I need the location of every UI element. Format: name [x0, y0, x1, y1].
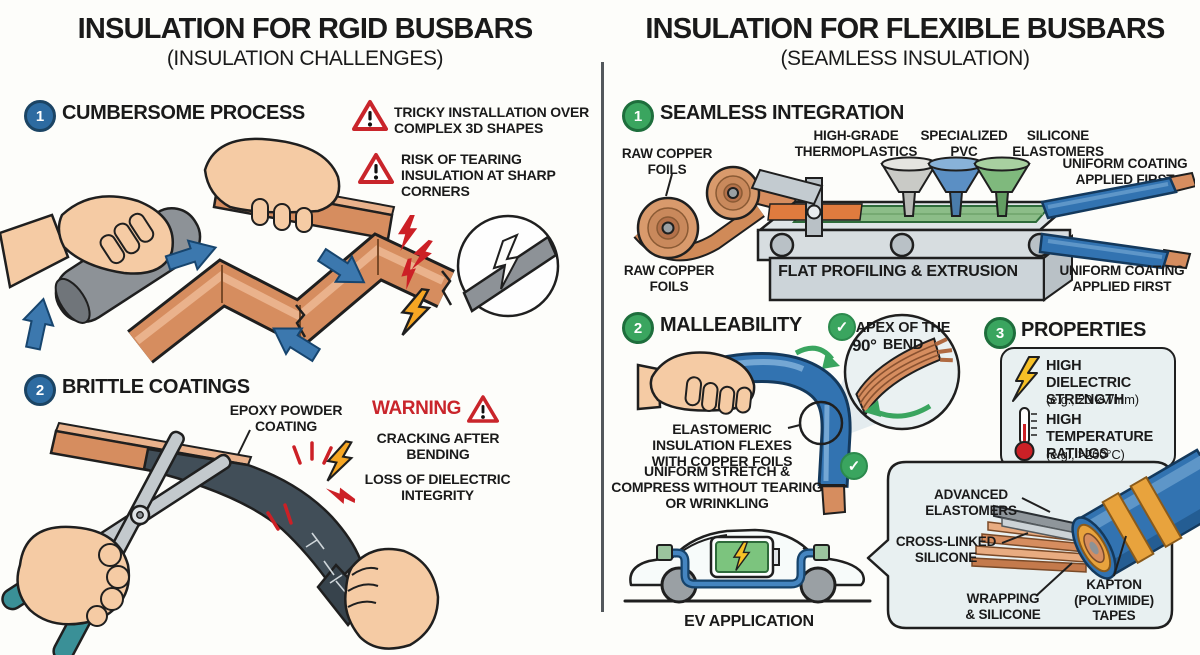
warning-triangle-icon [352, 100, 388, 131]
section-heading-properties: PROPERTIES [1021, 319, 1146, 341]
panel-divider [601, 62, 604, 612]
ev-car-illustration [623, 528, 872, 604]
spark-icon [398, 215, 433, 290]
pointer-line [665, 173, 673, 197]
thermometer-icon [1014, 407, 1037, 461]
section-number-badge: 2 [24, 374, 56, 406]
busbar-cable [656, 544, 830, 589]
copper-roll-icon [636, 196, 700, 260]
section-number-badge: 2 [622, 312, 654, 344]
warning-triangle-icon [467, 395, 499, 423]
pointer-line [787, 424, 801, 429]
right-subtitle: (SEAMLESS INSULATION) [780, 47, 1030, 70]
funnel-icon [927, 156, 985, 217]
hand-icon [0, 213, 70, 289]
section-number-badge: 3 [984, 317, 1016, 349]
copper-roll-icon [705, 165, 761, 221]
flex-note-2: UNIFORM STRETCH & COMPRESS WITHOUT TEARI… [611, 463, 823, 512]
wheel-icon [799, 566, 837, 604]
section-heading-cumbersome: CUMBERSOME PROCESS [62, 102, 305, 124]
cable-cut-face [1071, 516, 1117, 580]
right-title: INSULATION FOR FLEXIBLE BUSBARS [645, 13, 1165, 45]
apex-inset [843, 313, 961, 431]
thermoplastics-label: HIGH-GRADE THERMOPLASTICS [794, 128, 918, 159]
cross-linked-label: CROSS-LINKED SILICONE [895, 534, 997, 565]
warning-text-installation: TRICKY INSTALLATION OVER COMPLEX 3D SHAP… [394, 104, 590, 137]
pointer-line [1001, 497, 1127, 597]
hand-icon [16, 525, 131, 627]
property-temperature-example: (e.g., >200°C) [1046, 447, 1125, 462]
copper-busbar-zigzag [127, 232, 455, 364]
machine-label: FLAT PROFILING & EXTRUSION [778, 263, 1018, 280]
lightning-icon [1012, 356, 1040, 402]
section-heading-brittle: BRITTLE COATINGS [62, 376, 250, 398]
section-number: 1 [35, 107, 45, 125]
warning-text-tearing: RISK OF TEARING INSULATION AT SHARP CORN… [401, 151, 556, 200]
copper-foil-stack [855, 337, 953, 417]
elastomers-label: SILICONE ELASTOMERS [1012, 128, 1104, 159]
hand-icon [57, 195, 175, 275]
uniform-coating-label-top: UNIFORM COATING APPLIED FIRST [1062, 156, 1188, 187]
battery-icon [709, 535, 780, 579]
kapton-tape-band [1101, 491, 1155, 565]
warning-triangle-icon [358, 153, 394, 184]
property-dielectric-example: (e.g., 20 kV/mm) [1046, 392, 1139, 407]
spark-icon [325, 487, 356, 504]
funnel-icon [973, 156, 1031, 217]
raw-copper-label-bottom: RAW COPPER FOILS [623, 263, 715, 294]
lightning-icon [400, 287, 432, 336]
property-dielectric: HIGH DIELECTRIC STRENGTH [1046, 358, 1132, 408]
coated-busbar-output [1038, 171, 1195, 270]
lightning-icon [326, 440, 354, 482]
ev-application-label: EV APPLICATION [684, 613, 814, 630]
section-number-badge: 1 [24, 100, 56, 132]
wrapping-label: WRAPPING & SILICONE [965, 591, 1041, 622]
left-title: INSULATION FOR RGID BUSBARS [77, 13, 534, 45]
advanced-elastomers-label: ADVANCED ELASTOMERS [925, 487, 1017, 518]
kapton-label: KAPTON (POLYIMIDE) TAPES [1074, 577, 1154, 624]
epoxy-coating-label: EPOXY POWDER COATING [229, 402, 343, 435]
apex-label: APEX OF THE BEND [855, 320, 951, 353]
arrow-icon [21, 239, 366, 363]
uniform-coating-label-bottom: UNIFORM COATING APPLIED FIRST [1059, 263, 1185, 294]
check-icon: ✓ [828, 313, 856, 341]
bend-arrow-icon [794, 345, 840, 369]
left-subtitle: (INSULATION CHALLENGES) [166, 47, 444, 70]
section-heading-malleability: MALLEABILITY [660, 314, 802, 336]
funnel-icon [880, 156, 938, 217]
property-temperature: HIGH TEMPERATURE RATINGS [1046, 412, 1154, 462]
cable-construction-panel [866, 448, 1200, 630]
bend-angle-label: 90° [852, 336, 877, 355]
stress-marks [266, 441, 333, 531]
hand-icon [636, 351, 756, 415]
torn-insulation-inset [456, 214, 560, 318]
bend-highlight-circle [798, 400, 844, 446]
extrusion-machine [750, 168, 1076, 302]
section-number: 1 [633, 107, 643, 125]
kapton-tape-band [1129, 475, 1183, 549]
rigid-busbar-illustration [0, 137, 560, 364]
malleability-illustration [636, 313, 961, 516]
section-heading-seamless: SEAMLESS INTEGRATION [660, 102, 904, 124]
brittle-coating-illustration [1, 421, 440, 655]
hand-icon [203, 137, 341, 233]
extrusion-machine-illustration [633, 156, 1195, 302]
warning-text-dielectric: LOSS OF DIELECTRIC INTEGRITY [364, 471, 511, 504]
raw-copper-label-top: RAW COPPER FOILS [621, 146, 713, 177]
warning-title: WARNING [372, 398, 462, 419]
warning-text-cracking: CRACKING AFTER BENDING [376, 430, 500, 463]
section-number: 2 [35, 381, 45, 399]
hand-icon [344, 547, 440, 650]
cable-jacket [1071, 448, 1200, 580]
section-number: 2 [633, 319, 643, 337]
section-number: 3 [995, 324, 1005, 342]
section-number-badge: 1 [622, 100, 654, 132]
check-icon: ✓ [840, 452, 868, 480]
flex-note-1: ELASTOMERIC INSULATION FLEXES WITH COPPE… [651, 421, 793, 470]
pvc-label: SPECIALIZED PVC [920, 128, 1008, 159]
